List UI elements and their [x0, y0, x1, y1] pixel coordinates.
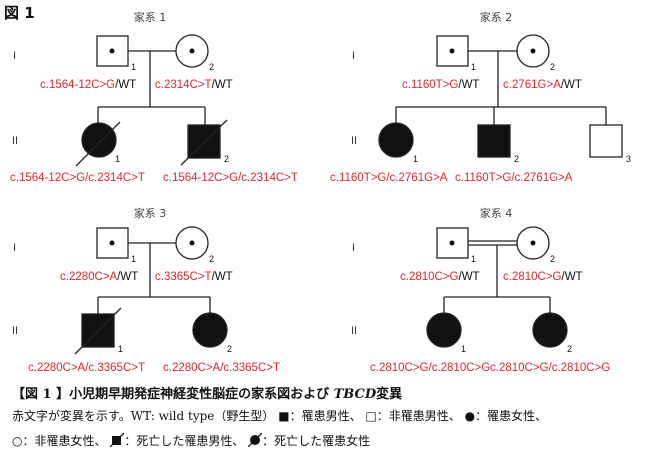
figure-label: 図 1 — [4, 4, 35, 22]
family-2: 家系 2 I II 1 2 c.1160T>G/WT c.2761G>A/WT … — [330, 10, 631, 184]
family-1: 家系 1 I II 1 2 c.1564-12C>G/WT c.2314C>T/… — [10, 10, 298, 184]
affected-male-symbol — [477, 124, 511, 158]
genotype-label: c.1564-12C>G/c.2314C>T — [10, 172, 145, 184]
genotype-label: c.2280C>A/c.3365C>T — [28, 362, 145, 374]
genotype-label: c.1564-12C>G/WT — [40, 79, 136, 91]
family-4: 家系 4 I II 1 2 c.2810C>G/WT c.2810C>G/WT … — [351, 206, 610, 374]
generation-label: II — [351, 135, 357, 147]
genotype-label: c.2761G>A/WT — [503, 79, 582, 91]
individual-number: 2 — [514, 154, 519, 164]
individual-number: 2 — [209, 254, 214, 264]
affected-female-symbol — [426, 312, 462, 348]
individual-number: 1 — [471, 62, 476, 72]
genotype-label: c.2810C>G/c.2810C>G — [490, 362, 610, 374]
unaffected-female-legend-icon: ○ — [12, 434, 23, 448]
legend-text: ：非罹患女性、 — [22, 434, 107, 448]
individual-number: 1 — [461, 344, 466, 354]
legend-text: ：死亡した罹患男性、 — [124, 434, 245, 448]
individual-number: 2 — [224, 154, 229, 164]
affected-female-symbol — [192, 312, 228, 348]
individual-number: 1 — [118, 344, 123, 354]
affected-female-legend-icon: ● — [464, 409, 476, 423]
legend-text: ：死亡した罹患女性 — [262, 434, 371, 448]
unaffected-male-legend-icon: □ — [365, 409, 377, 423]
genotype-label: c.2810C>G/c.2810C>G — [370, 362, 490, 374]
family-title: 家系 2 — [480, 10, 513, 24]
deceased-affected-male-legend-icon — [109, 432, 125, 448]
individual-number: 1 — [131, 62, 136, 72]
unaffected-male-symbol — [589, 124, 623, 158]
caption-text: 【図 1 】小児期早期発症神経変性脳症の家系図および — [12, 387, 334, 402]
individual-number: 2 — [227, 344, 232, 354]
legend-text: ：罹患女性、 — [475, 409, 548, 423]
gene-name: TBCD — [333, 387, 377, 402]
individual-number: 1 — [115, 154, 120, 164]
legend-text: ：罹患男性、 — [289, 409, 362, 423]
generation-label: I — [13, 50, 16, 62]
family-title: 家系 3 — [134, 206, 167, 220]
individual-number: 2 — [550, 254, 555, 264]
affected-male-legend-icon: ■ — [278, 409, 290, 423]
individual-number: 1 — [131, 254, 136, 264]
generation-label: I — [352, 242, 355, 254]
individual-number: 2 — [209, 62, 214, 72]
legend-text: ：非罹患男性、 — [376, 409, 461, 423]
family-title: 家系 4 — [480, 206, 513, 220]
genotype-label: c.2280C>A/WT — [60, 271, 138, 283]
deceased-affected-female-legend-icon — [247, 432, 263, 448]
legend-note: 赤文字が変異を示す。WT: wild type（野生型） — [12, 409, 275, 423]
genotype-label: c.1160T>G/WT — [402, 79, 479, 91]
individual-number: 1 — [413, 154, 418, 164]
carrier-male-symbol — [436, 35, 469, 67]
genotype-label: c.3365C>T/WT — [155, 271, 233, 283]
generation-label: I — [13, 242, 16, 254]
generation-label: II — [12, 325, 18, 337]
individual-number: 3 — [626, 154, 631, 164]
genotype-label: c.1564-12C>G/c.2314C>T — [163, 172, 298, 184]
genotype-label: c.2810C>G/WT — [400, 271, 480, 283]
genotype-label: c.2810C>G/WT — [503, 271, 583, 283]
individual-number: 1 — [471, 254, 476, 264]
deceased-affected-female-symbol — [81, 122, 117, 158]
caption-text: 変異 — [376, 387, 403, 402]
individual-number: 2 — [550, 62, 555, 72]
legend-line-2: ○：非罹患女性、 ：死亡した罹患男性、 ：死亡した罹患女性 — [12, 432, 370, 449]
generation-label: I — [352, 50, 355, 62]
affected-female-symbol — [378, 122, 414, 158]
family-3: 家系 3 I II 1 2 c.2280C>A/WT c.3365C>T/WT … — [12, 206, 280, 374]
legend-line-1: 赤文字が変異を示す。WT: wild type（野生型） ■：罹患男性、 □：非… — [12, 407, 547, 424]
generation-label: II — [12, 135, 18, 147]
generation-label: II — [351, 325, 357, 337]
figure-caption: 【図 1 】小児期早期発症神経変性脳症の家系図および TBCD変異 — [12, 383, 402, 402]
genotype-label: c.2314C>T/WT — [155, 79, 233, 91]
affected-female-symbol — [532, 312, 568, 348]
individual-number: 2 — [567, 344, 572, 354]
genotype-label: c.1160T>G/c.2761G>A — [330, 172, 448, 184]
genotype-label: c.1160T>G/c.2761G>A — [455, 172, 573, 184]
family-title: 家系 1 — [134, 10, 167, 24]
pedigree-diagram: 家系 1 I II 1 2 c.1564-12C>G/WT c.2314C>T/… — [10, 10, 631, 374]
genotype-label: c.2280C>A/c.3365C>T — [163, 362, 280, 374]
